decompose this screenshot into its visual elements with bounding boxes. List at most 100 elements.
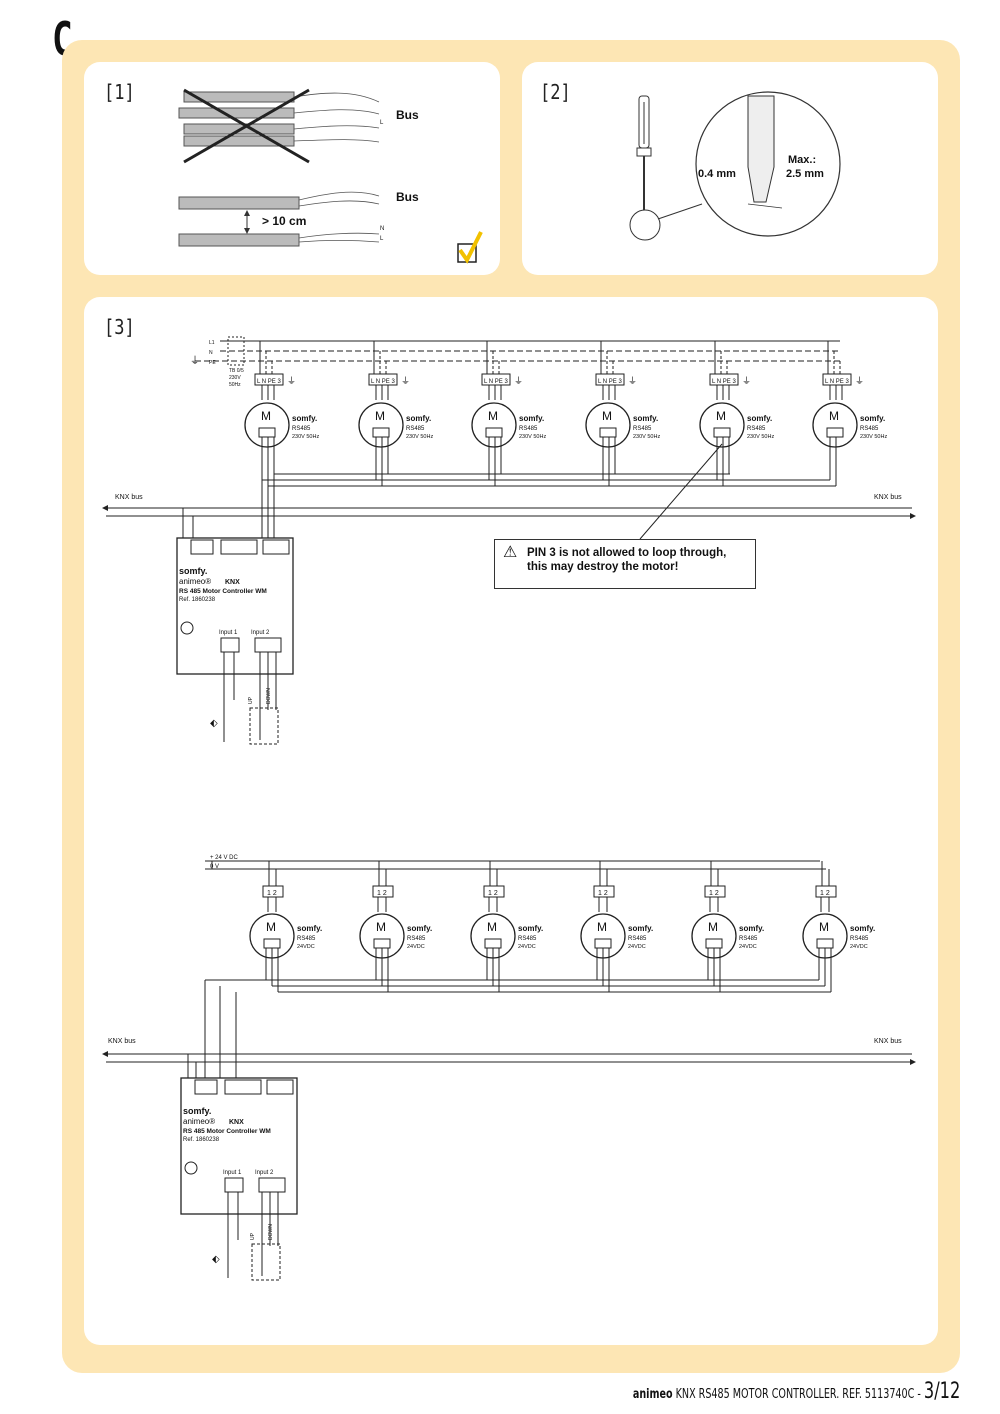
terminal-labels: 1 2 <box>709 890 719 897</box>
motor-letter: M <box>597 920 607 934</box>
switch-label: DOWN <box>266 688 272 704</box>
motor-voltage: 24VDC <box>739 944 757 950</box>
terminal-block <box>372 885 394 898</box>
terminal-labels: 1 2 <box>488 890 498 897</box>
bus-label-top: Bus <box>396 108 419 122</box>
motor-brand: somfy. <box>406 414 431 423</box>
sensor-icon: ⬖ <box>212 1254 220 1265</box>
cable-separation-diagram <box>178 88 483 264</box>
wire-label: L <box>380 236 384 242</box>
terminal-block <box>815 885 837 898</box>
terminal-block <box>709 373 739 386</box>
motor-letter: M <box>716 409 726 423</box>
switch-label: UP <box>248 696 254 704</box>
warning-box: ⚠ PIN 3 is not allowed to loop through, … <box>494 539 756 589</box>
input1-terminals <box>220 637 240 653</box>
panel-label: [2] <box>540 80 571 104</box>
motor-brand: somfy. <box>850 924 875 933</box>
terminal-labels: 1 2 <box>598 890 608 897</box>
terminal-labels: 1 2 <box>820 890 830 897</box>
panel-screwdriver: [2] 0.4 mm Max.: 2.5 mm <box>522 62 938 275</box>
motor-voltage: 24VDC <box>297 944 315 950</box>
panel-cable-separation: [1] Bus Bus > 10 cm L N L <box>84 62 500 275</box>
motor-brand: somfy. <box>633 414 658 423</box>
warning-text-line2: this may destroy the motor! <box>527 561 679 573</box>
footer: animeo KNX RS485 MOTOR CONTROLLER. REF. … <box>633 1379 960 1404</box>
motor-letter: M <box>266 920 276 934</box>
controller-ref: Ref. 1860238 <box>179 597 216 603</box>
bus-label-bottom: Bus <box>396 190 419 204</box>
terminal-block <box>593 885 615 898</box>
controller-terminals <box>190 539 214 555</box>
motor-protocol: RS485 <box>633 426 652 432</box>
controller-terminals <box>224 1079 262 1095</box>
supply-spec: TB 0/5 <box>229 368 244 374</box>
controller-knx: KNX <box>229 1119 244 1126</box>
motor-letter: M <box>488 409 498 423</box>
controller-ref: Ref. 1860238 <box>183 1137 220 1143</box>
input1-label: Input 1 <box>223 1170 242 1176</box>
motor-voltage: 24VDC <box>850 944 868 950</box>
motor-protocol: RS485 <box>519 426 538 432</box>
motor-protocol: RS485 <box>297 936 316 942</box>
motor-protocol: RS485 <box>850 936 869 942</box>
warning-icon: ⚠ <box>503 544 518 561</box>
motor-letter: M <box>602 409 612 423</box>
motor-brand: somfy. <box>292 414 317 423</box>
motor-voltage: 230V 50Hz <box>519 434 546 440</box>
supply-spec: 230V <box>229 375 241 381</box>
controller-terminals <box>194 1079 218 1095</box>
input1-terminals <box>224 1177 244 1193</box>
arrow-icon <box>102 1051 108 1057</box>
supply-label: PE <box>209 360 216 366</box>
motor-protocol: RS485 <box>628 936 647 942</box>
ground-icon: ⏚ <box>190 355 200 367</box>
supply-spec: 50Hz <box>229 382 241 388</box>
motor-letter: M <box>829 409 839 423</box>
controller-box <box>180 1077 298 1215</box>
motor-brand: somfy. <box>739 924 764 933</box>
motor-voltage: 230V 50Hz <box>747 434 774 440</box>
motor-icon <box>244 402 290 448</box>
motor-voltage: 24VDC <box>518 944 536 950</box>
ground-icon: ⏚ <box>287 376 296 386</box>
controller-model: RS 485 Motor Controller WM <box>179 588 267 595</box>
controller-model: RS 485 Motor Controller WM <box>183 1128 271 1135</box>
terminal-block <box>822 373 852 386</box>
panel-label: [3] <box>104 315 135 339</box>
motor-voltage: 230V 50Hz <box>633 434 660 440</box>
motor-voltage: 230V 50Hz <box>406 434 433 440</box>
motor-icon <box>812 402 858 448</box>
max-label: Max.: <box>788 154 817 166</box>
dc-label: + 24 V DC <box>210 855 239 861</box>
ground-icon: ⏚ <box>628 376 637 386</box>
wire <box>639 443 723 540</box>
motor-icon <box>471 402 517 448</box>
motor-protocol: RS485 <box>747 426 766 432</box>
knx-bus-label: KNX bus <box>115 494 143 501</box>
sensor-icon: ⬖ <box>210 718 218 729</box>
motor-letter: M <box>261 409 271 423</box>
terminal-labels: L N PE 3 <box>484 379 508 385</box>
input2-terminals <box>258 1177 286 1193</box>
knx-bus-label: KNX bus <box>874 494 902 501</box>
switch-label: UP <box>250 1232 256 1240</box>
motor-protocol: RS485 <box>407 936 426 942</box>
controller-terminals <box>220 539 258 555</box>
motor-letter: M <box>819 920 829 934</box>
terminal-labels: L N PE 3 <box>257 379 281 385</box>
motor-brand: somfy. <box>628 924 653 933</box>
motor-voltage: 230V 50Hz <box>860 434 887 440</box>
supply-label: L1 <box>209 340 215 346</box>
terminal-labels: L N PE 3 <box>712 379 736 385</box>
controller-terminals <box>266 1079 294 1095</box>
screwdriver-diagram <box>629 91 841 241</box>
motor-protocol: RS485 <box>739 936 758 942</box>
terminal-block <box>481 373 511 386</box>
dc-label: 0 V <box>210 864 219 870</box>
footer-page: 3/12 <box>923 1379 960 1404</box>
warning-text-line1: PIN 3 is not allowed to loop through, <box>527 547 727 559</box>
